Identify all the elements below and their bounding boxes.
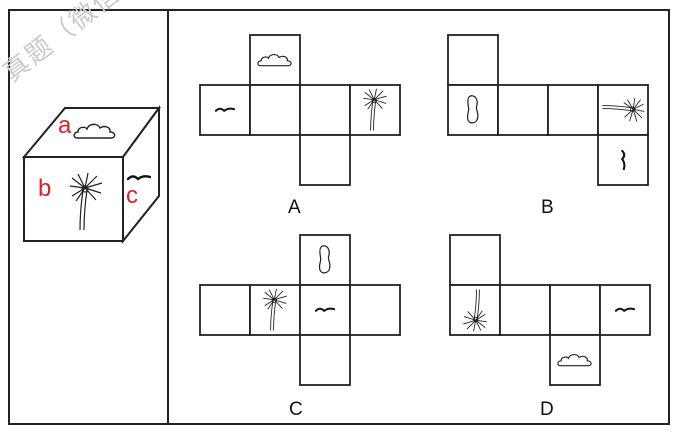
net-square xyxy=(250,85,300,135)
option-label-a: A xyxy=(288,197,301,219)
net-square xyxy=(498,85,548,135)
net-option-b xyxy=(448,35,648,185)
net-option-c xyxy=(200,235,400,385)
face-label-c: c xyxy=(126,182,138,210)
net-square xyxy=(448,35,498,85)
option-label-c: C xyxy=(289,399,303,421)
net-square xyxy=(300,335,350,385)
net-square xyxy=(550,285,600,335)
net-square xyxy=(548,85,598,135)
net-square xyxy=(350,285,400,335)
option-label-d: D xyxy=(540,399,554,421)
net-square xyxy=(300,85,350,135)
net-square xyxy=(450,235,500,285)
face-label-a: a xyxy=(58,112,71,140)
net-square xyxy=(448,85,498,135)
net-option-d xyxy=(450,235,650,385)
net-option-a xyxy=(200,35,400,185)
face-label-b: b xyxy=(38,175,51,203)
option-label-b: B xyxy=(541,197,554,219)
net-square xyxy=(300,235,350,285)
net-square xyxy=(550,335,600,385)
net-square xyxy=(500,285,550,335)
net-square xyxy=(300,135,350,185)
net-square xyxy=(250,35,300,85)
net-square xyxy=(200,285,250,335)
